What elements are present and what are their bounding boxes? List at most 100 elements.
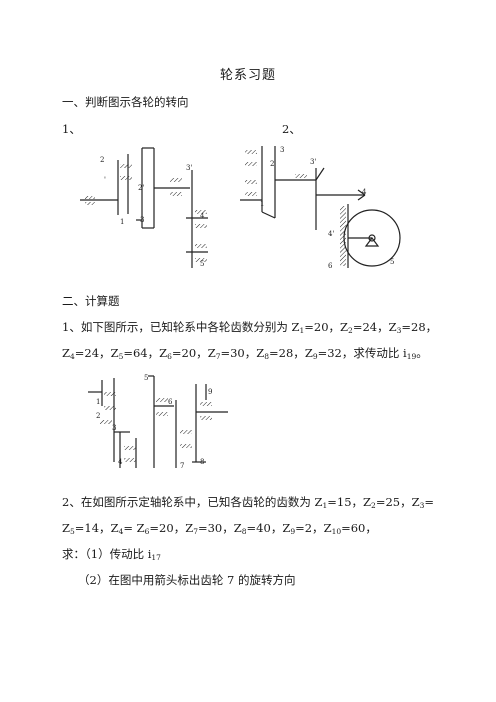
p1l2-sub-2: 6 [167, 352, 172, 361]
fig3-label-1: 1 [96, 398, 100, 406]
problem1-line1: 1、如下图所示，已知轮系中各轮齿数分别为 Z1=20，Z2=24，Z3=28， [62, 319, 437, 335]
p2l2-value-5: =2， [295, 521, 324, 535]
fig2-label-1: 1 [260, 200, 264, 208]
fig1-label-2-prime: 2' [138, 184, 144, 192]
p2l2-term-4: Z [233, 521, 242, 535]
gear-train-figure-1: 2 ' 2' 3' 1 3 4 5 [80, 147, 208, 268]
p2l1-value-0: =15， [327, 495, 364, 509]
p2l1-sub-2: 3 [419, 501, 425, 510]
p1l1-value-0: =20， [304, 320, 341, 334]
p2l1-term-1: Z [363, 495, 372, 509]
problem2-ask2: （2）在图中用箭头标出齿轮 7 的旋转方向 [78, 573, 296, 587]
p2l2-sub-3: 7 [193, 527, 198, 536]
p2l2-value-3: =30， [197, 521, 234, 535]
fig1-label-3: 3 [140, 216, 144, 224]
gear-train-figure-2: 3 2 3' 1 4 4' 6 5 [240, 146, 401, 270]
p1l2-term-3: Z [207, 346, 216, 360]
fig1-label-4: 4 [200, 212, 205, 220]
p2l2-sub-1: 4 [118, 527, 124, 536]
problem1-ratio-label: 求传动比 i [353, 346, 407, 360]
fig2-label-4: 4 [362, 188, 367, 196]
p2l2-sub-5: 9 [290, 527, 296, 536]
fig3-label-8: 8 [200, 458, 204, 466]
p1l2-sub-1: 5 [118, 352, 124, 361]
p1l2-term-5: Z [304, 346, 313, 360]
p1l1-term-2: Z [388, 320, 397, 334]
p1l1-term-0: Z [291, 320, 300, 334]
p1l1-sub-1: 2 [348, 326, 353, 335]
fig2-label-4-prime: 4' [328, 230, 334, 238]
p2l1-sub-1: 2 [371, 501, 376, 510]
p2l1-value-1: =25， [375, 495, 412, 509]
p1l2-value-5: =32， [317, 346, 354, 360]
p2l2-sub-2: 6 [144, 527, 150, 536]
problem2-line2: Z5=14，Z4= Z6=20，Z7=30，Z8=40，Z9=2，Z10=60， [62, 520, 377, 536]
p1l2-value-2: =20， [171, 346, 208, 360]
fig1-label-2: 2 [100, 156, 104, 164]
fig2-label-6: 6 [328, 262, 333, 270]
section1-heading: 一、判断图示各轮的转向 [62, 95, 189, 109]
p1l2-term-0: Z [62, 346, 70, 360]
p1l2-sub-0: 4 [70, 352, 75, 361]
fig2-label-3-prime: 3' [310, 158, 316, 166]
p2l1-term-0: Z [314, 495, 323, 509]
fig2-label-5: 5 [390, 258, 394, 266]
fig3-label-3: 3 [112, 424, 116, 432]
problem2-line1: 2、在如图所示定轴轮系中，已知各齿轮的齿数为 Z1=15，Z2=25，Z3= [62, 494, 434, 510]
item1-label: 1、 [62, 122, 81, 136]
fig3-label-5: 5 [144, 374, 148, 382]
p2l2-sub-0: 5 [70, 527, 75, 536]
p1l1-sub-2: 3 [396, 326, 402, 335]
p2l2-term-1: Z [110, 521, 119, 535]
problem2-line1-prefix: 2、在如图所示定轴轮系中，已知各齿轮的齿数为 [62, 495, 315, 509]
p2l1-sub-0: 1 [322, 501, 328, 510]
p1l2-sub-3: 7 [215, 352, 221, 361]
p2l2-value-0: =14， [74, 521, 111, 535]
p1l2-value-4: =28， [269, 346, 305, 360]
problem2-ask1: 求：（1）传动比 i17 [62, 546, 161, 562]
fig1-label-1: 1 [120, 218, 124, 226]
problem2-line1-values: Z1=15，Z2=25，Z3= [314, 495, 435, 510]
gear-train-figure-3: n₁ 1 2 3 4 5 6 7 8 9 [88, 374, 228, 470]
fig3-label-2: 2 [96, 412, 100, 420]
problem1-line2-values: Z4=24，Z5=64，Z6=20，Z7=30，Z8=28，Z9=32， [62, 346, 354, 361]
p2l2-value-1: = Z [123, 521, 145, 535]
p2l2-sub-6: 10 [331, 527, 342, 536]
fig1-label-5: 5 [200, 260, 204, 268]
problem1-line2: Z4=24，Z5=64，Z6=20，Z7=30，Z8=28，Z9=32，求传动比… [62, 345, 428, 361]
p2l2-value-6: =60， [341, 521, 377, 535]
p1l2-term-2: Z [159, 346, 168, 360]
fig2-label-2: 2 [270, 160, 274, 168]
p2l1-value-2: = [424, 495, 435, 509]
problem2-ask1-sub: 17 [151, 553, 161, 562]
fig1-label-3-prime: 3' [186, 164, 192, 172]
problem1-end: 。 [416, 346, 428, 360]
p1l2-value-0: =24， [74, 346, 111, 360]
fig3-label-9: 9 [208, 388, 212, 396]
p2l2-term-6: Z [323, 521, 332, 535]
section2-heading: 二、计算题 [62, 294, 120, 308]
p2l1-term-2: Z [411, 495, 420, 509]
p1l2-value-3: =30， [220, 346, 257, 360]
problem2-ask1-text: 求：（1）传动比 i [62, 547, 152, 561]
page-title: 轮系习题 [219, 68, 276, 83]
p2l2-term-0: Z [62, 521, 70, 535]
fig2-label-3: 3 [280, 146, 284, 154]
problem1-line1-prefix: 1、如下图所示，已知轮系中各轮齿数分别为 [62, 320, 292, 334]
item2-label: 2、 [282, 122, 301, 136]
p2l2-value-2: =20， [149, 521, 186, 535]
p1l2-term-1: Z [110, 346, 119, 360]
p2l2-term-5: Z [282, 521, 291, 535]
p2l2-term-3: Z [185, 521, 194, 535]
fig3-label-4: 4 [118, 458, 123, 466]
p1l1-term-1: Z [340, 320, 349, 334]
p2l2-sub-4: 8 [241, 527, 247, 536]
problem1-ratio-sub: 19 [406, 352, 417, 361]
problem1-line1-values: Z1=20，Z2=24，Z3=28， [291, 320, 437, 335]
fig1-label-prime: ' [104, 176, 106, 184]
p2l2-value-4: =40， [246, 521, 283, 535]
p1l1-value-1: =24， [352, 320, 389, 334]
p1l2-value-1: =64， [123, 346, 160, 360]
p1l2-term-4: Z [256, 346, 265, 360]
